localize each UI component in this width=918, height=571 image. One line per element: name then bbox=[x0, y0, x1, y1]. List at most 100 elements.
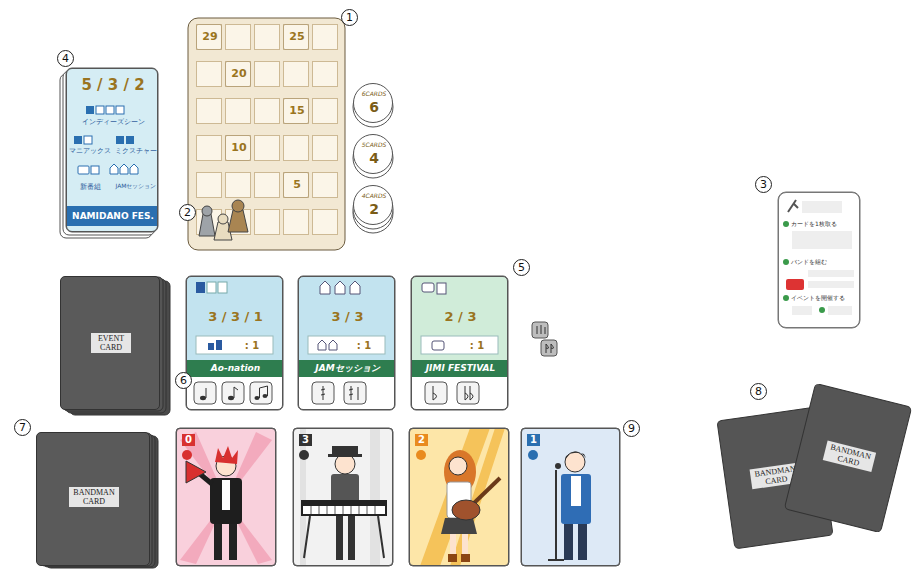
note-symbol-part bbox=[349, 386, 358, 400]
reference-card bbox=[778, 192, 860, 328]
token-value: 6 bbox=[354, 99, 394, 115]
bandman-deck: BANDMAN CARD bbox=[36, 432, 150, 566]
singer-character-card-part bbox=[561, 474, 591, 524]
sound-token-part bbox=[541, 340, 557, 356]
venue-score: 3 / 3 bbox=[299, 310, 396, 325]
callout-number: 5 bbox=[513, 259, 530, 276]
score-board-part bbox=[188, 18, 345, 250]
reference-card: カードを1枚取るバンドを組むイベントを開催する bbox=[778, 192, 860, 328]
sound-token-part bbox=[537, 325, 545, 334]
action-text: カードを1枚取る bbox=[791, 221, 857, 228]
keyboard-character-card-part bbox=[303, 506, 385, 514]
track-square: 15 bbox=[283, 98, 309, 124]
venue-card-part bbox=[207, 282, 216, 293]
venue-card-part bbox=[186, 276, 283, 410]
guitar-character-card-part bbox=[461, 554, 470, 562]
note-symbol-part bbox=[260, 386, 268, 398]
note-symbol-part bbox=[255, 396, 260, 400]
deck-title: BANDMAN CARD bbox=[823, 441, 876, 473]
sound-token-part bbox=[546, 344, 554, 353]
vocal-character-card-part bbox=[215, 446, 238, 464]
reference-card-part bbox=[783, 295, 789, 301]
venue-card-part bbox=[422, 283, 434, 292]
venue-card-part bbox=[187, 277, 283, 377]
singer-character-card-part bbox=[555, 463, 561, 469]
guitar-character-card-part bbox=[472, 478, 500, 505]
venue-card-part bbox=[186, 276, 283, 410]
card-count-token: 5CARDS4 bbox=[353, 134, 393, 174]
character-card: 1 bbox=[521, 428, 620, 566]
keyboard-character-card-part bbox=[293, 428, 393, 566]
singer-character-card-part bbox=[521, 428, 620, 566]
card-count-token: 6CARDS6 bbox=[353, 83, 393, 123]
score-number: 20 bbox=[226, 68, 252, 81]
singer-character-card-part bbox=[564, 524, 573, 560]
venue-card bbox=[186, 276, 508, 410]
guitar-character-card-part bbox=[450, 534, 456, 556]
reference-card-part bbox=[808, 270, 854, 277]
character-card: 0 bbox=[176, 428, 276, 566]
score-number: 5 bbox=[284, 179, 310, 192]
fes-card-stack-part bbox=[106, 106, 114, 114]
fes-card-stack-part bbox=[126, 136, 134, 144]
guitar-character-card-part bbox=[409, 428, 509, 566]
venue-card-part bbox=[222, 382, 244, 404]
genre-name: ミクスチャー bbox=[113, 147, 159, 155]
player-pawn bbox=[199, 200, 248, 240]
reference-card-part bbox=[788, 200, 798, 212]
venue-card-part bbox=[421, 336, 498, 354]
vocal-character-card-part bbox=[229, 520, 237, 560]
venue-card-part bbox=[412, 277, 508, 377]
fes-card-stack-part bbox=[84, 136, 92, 144]
event-deck: EVENT CARD bbox=[60, 276, 160, 410]
deck-title: BANDMAN CARD bbox=[69, 487, 119, 507]
keyboard-character-card bbox=[293, 428, 393, 566]
note-symbol bbox=[200, 386, 473, 400]
guitar-character-card-part bbox=[441, 518, 477, 534]
vocal-character-card-part bbox=[200, 474, 212, 484]
action-text: イベントを開催する bbox=[791, 295, 857, 302]
keyboard-character-card-part bbox=[299, 450, 309, 460]
venue-name: JAMセッション bbox=[299, 363, 396, 373]
reference-card-part bbox=[828, 306, 852, 315]
venue-card-part bbox=[298, 276, 395, 410]
fes-card-stack-part bbox=[96, 106, 104, 114]
reference-card-part bbox=[786, 279, 804, 290]
player-pawn-part bbox=[199, 214, 215, 236]
player-pawn-part bbox=[202, 206, 212, 216]
venue-name: Ao-nation bbox=[187, 363, 284, 373]
venue-card-part bbox=[457, 382, 479, 404]
note-symbol-part bbox=[465, 386, 473, 400]
reference-card-part bbox=[783, 259, 789, 265]
venue-bonus: : 1 bbox=[235, 340, 269, 352]
token-caption: 5CARDS bbox=[354, 142, 394, 149]
fes-card-stack-part bbox=[86, 106, 94, 114]
vocal-character-card-part bbox=[214, 520, 222, 560]
callout-number: 9 bbox=[623, 420, 640, 437]
venue-card-part bbox=[208, 343, 214, 350]
venue-card-part bbox=[437, 283, 446, 294]
reference-card-part bbox=[808, 281, 854, 288]
reference-card-part bbox=[792, 306, 812, 315]
genre-name: インディーズシーン bbox=[69, 118, 157, 126]
venue-card-part bbox=[320, 281, 360, 294]
score-board-part bbox=[196, 24, 341, 246]
singer-character-card-part bbox=[548, 470, 564, 560]
keyboard-character-card-part bbox=[304, 516, 384, 558]
score-number: 15 bbox=[284, 105, 310, 118]
venue-card-part bbox=[216, 340, 222, 350]
genre-name: マニアックス bbox=[67, 147, 113, 155]
note-symbol-part bbox=[228, 396, 234, 400]
sound-token bbox=[532, 322, 557, 356]
venue-card-part bbox=[312, 382, 334, 404]
fes-card-stack-part bbox=[116, 106, 124, 114]
genre-name: 新番組 bbox=[67, 183, 113, 191]
note-symbol-part bbox=[234, 387, 238, 398]
note-symbol-part bbox=[206, 388, 207, 398]
guitar-character-card-part bbox=[452, 500, 480, 520]
callout-number: 4 bbox=[57, 50, 74, 67]
token-caption: 6CARDS bbox=[354, 91, 394, 98]
venue-card-part bbox=[196, 336, 273, 354]
track-square: 20 bbox=[225, 61, 251, 87]
singer-character-card-part bbox=[578, 524, 587, 560]
